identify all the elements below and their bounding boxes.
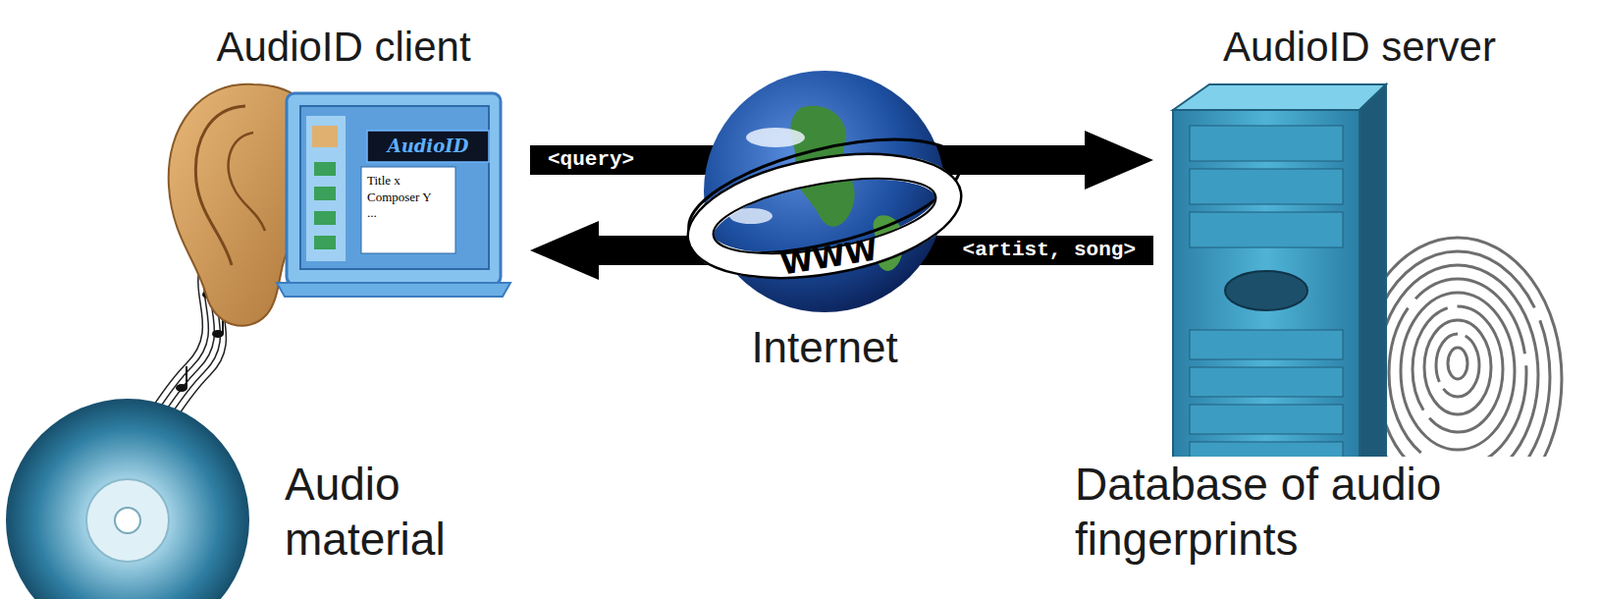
server-bay: [1189, 404, 1343, 434]
screen-panel: [361, 166, 456, 254]
screen-icon: [314, 161, 336, 176]
fingerprint-ridge: [1377, 265, 1539, 485]
cd-label: Audio material: [284, 456, 511, 567]
www-band: [693, 149, 957, 282]
fingerprint-ridge: [1388, 278, 1527, 468]
arrow-label: <query>: [537, 145, 644, 175]
screen-text: Composer Y: [367, 189, 432, 206]
screen-icon: [312, 125, 338, 148]
server-bay: [1189, 168, 1343, 205]
internet-label: Internet: [682, 321, 967, 374]
note-stem: [185, 366, 188, 388]
client-heading: AudioID client: [157, 21, 531, 73]
screen-sidebar: [306, 115, 346, 262]
screen-icon: [314, 186, 336, 201]
cd-ring: [86, 479, 169, 562]
fingerprint-ridge: [1447, 347, 1468, 379]
www-band-edge: [678, 134, 971, 297]
server-heading: AudioID server: [1153, 21, 1566, 73]
cd-hole: [114, 507, 141, 534]
laptop-base: [276, 282, 511, 297]
fingerprint-ridge: [1412, 306, 1503, 432]
laptop-lid: [286, 93, 501, 285]
globe: [682, 68, 967, 324]
logo-text: AudioID: [371, 133, 485, 160]
laptop: [276, 93, 511, 297]
arrow-label: <artist, song>: [953, 235, 1146, 266]
server-bay: [1189, 212, 1343, 248]
screen-icon: [314, 235, 336, 250]
server-top: [1173, 84, 1387, 110]
fingerprint-ridge: [1436, 333, 1480, 397]
screen-text: Title x: [367, 172, 401, 189]
screen-icon: [314, 211, 336, 225]
globe-cloud: [746, 127, 805, 148]
server-bay: [1189, 125, 1343, 161]
server-box: AudioID server: [1153, 9, 1586, 452]
screen-text: ...: [367, 205, 377, 221]
ear-fold: [228, 132, 266, 231]
server-bay: [1189, 329, 1343, 360]
fingerprint-ridge: [1400, 292, 1515, 450]
laptop-screen: [300, 106, 489, 269]
server-bay: [1189, 367, 1343, 397]
cd-disc: [5, 398, 250, 599]
client-box: AudioID client: [157, 9, 531, 305]
internet-globe: WWWInternet: [682, 68, 967, 378]
server-button: [1225, 270, 1308, 311]
cd-body: [5, 398, 250, 599]
database-label: Database of audio fingerprints: [1074, 456, 1591, 567]
fingerprint-ridge: [1424, 320, 1492, 415]
ear-fold: [195, 106, 246, 266]
logo-box: [367, 130, 489, 162]
